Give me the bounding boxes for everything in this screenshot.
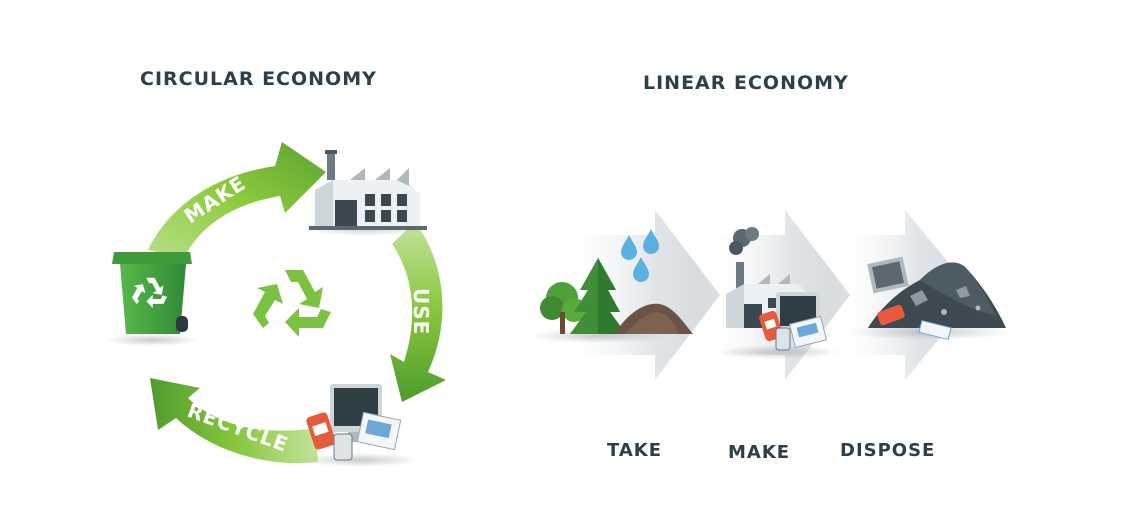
circular-step-label-use: USE (409, 288, 433, 335)
water-drops-icon (621, 229, 659, 282)
recycle-arrow: RECYCLE (150, 378, 318, 464)
linear-step-label-dispose: DISPOSE (840, 440, 936, 461)
linear-economy-title: LINEAR ECONOMY (643, 72, 849, 94)
linear-step-label-take: TAKE (607, 440, 663, 461)
recycle-symbol-icon (253, 270, 331, 337)
make-arrow: MAKE (148, 142, 326, 258)
circular-economy-title: CIRCULAR ECONOMY (140, 68, 377, 90)
electronics-icon (300, 384, 420, 467)
use-arrow: USE (390, 222, 446, 402)
linear-step-label-make: MAKE (728, 442, 791, 463)
smoking-factory-icon (716, 227, 840, 359)
recycling-bin-icon (106, 252, 198, 346)
soil-pile-icon (615, 303, 693, 334)
factory-icon (303, 150, 427, 236)
landfill-waste-icon (850, 256, 1010, 341)
